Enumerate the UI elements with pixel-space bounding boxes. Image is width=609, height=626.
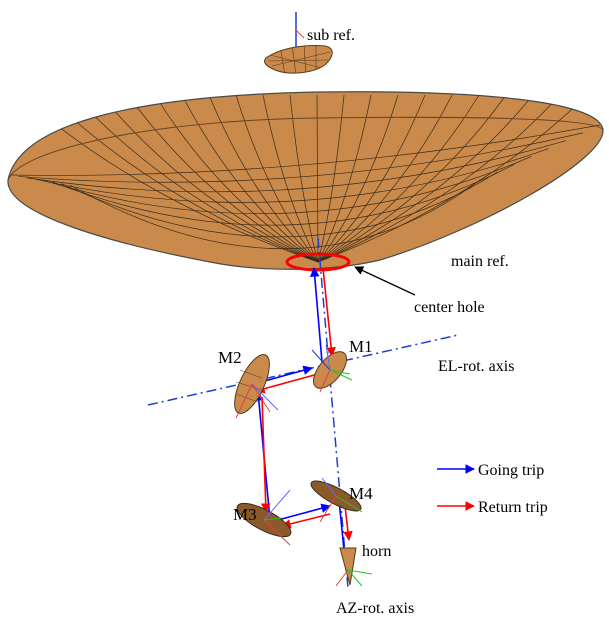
- m2-label: M2: [218, 348, 242, 367]
- el-axis-line: [147, 334, 459, 406]
- el-axis-label: EL-rot. axis: [438, 358, 514, 375]
- center-hole-pointer: [354, 266, 416, 296]
- az-axis-line: [317, 237, 349, 589]
- horn-feed: [335, 547, 373, 587]
- mirror-m2: [234, 354, 279, 419]
- mirror-m4: [310, 477, 363, 523]
- m3-label: M3: [233, 505, 257, 524]
- az-axis-label: AZ-rot. axis: [336, 600, 414, 617]
- center-hole-label: center hole: [414, 299, 485, 316]
- mirror-m1: [311, 344, 353, 393]
- main-reflector: [7, 91, 604, 270]
- legend-return-label: Return trip: [478, 499, 548, 516]
- legend: Going trip Return trip: [437, 462, 548, 516]
- return-trip-path: [255, 267, 353, 541]
- mirror-m3: [236, 489, 292, 546]
- sub-reflector: [263, 12, 333, 74]
- horn-label: horn: [362, 543, 391, 560]
- legend-going-label: Going trip: [478, 462, 544, 479]
- sub-ref-label: sub ref.: [307, 27, 355, 44]
- main-ref-label: main ref.: [451, 253, 509, 270]
- m4-label: M4: [349, 484, 373, 503]
- m1-label: M1: [349, 337, 373, 356]
